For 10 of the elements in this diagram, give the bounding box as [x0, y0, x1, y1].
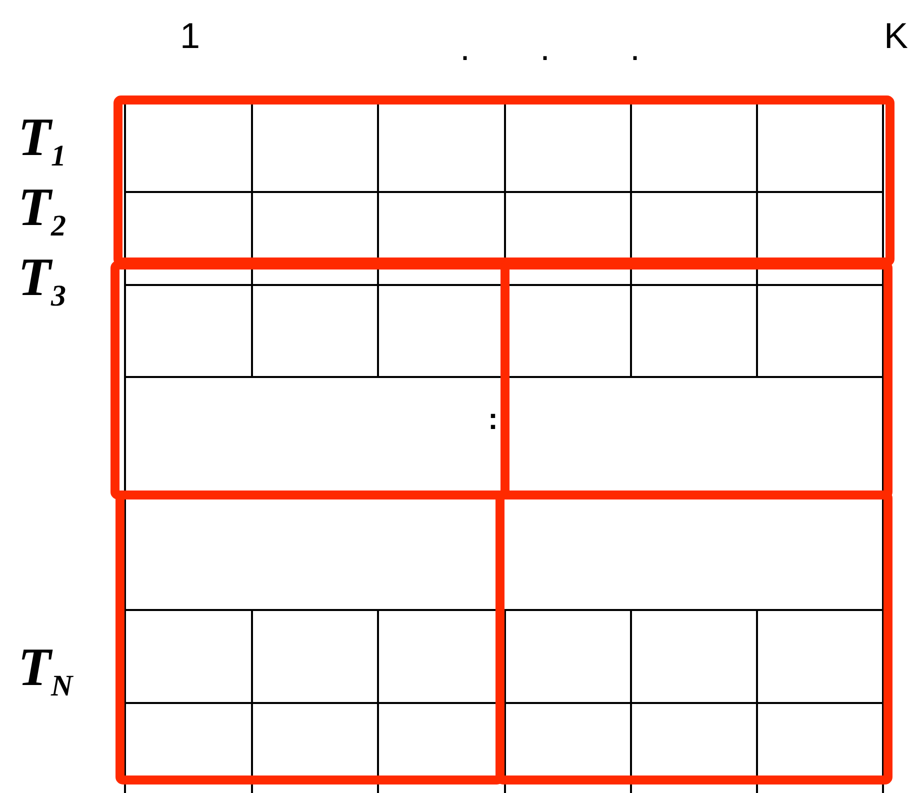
ellipsis-dot: . [630, 30, 640, 66]
ellipsis-dot: . [540, 30, 550, 66]
ellipsis-dot: . [460, 30, 470, 66]
row-label: T$_{1}$ [18, 110, 66, 172]
column-number: 1 [180, 18, 200, 54]
row-label: T$_{3}$ [18, 250, 66, 312]
column-number: K [884, 18, 908, 54]
row-label: T$_{2}$ [18, 180, 66, 242]
row-label: T$_{N}$ [18, 640, 73, 702]
vertical-ellipsis: : [488, 405, 498, 435]
